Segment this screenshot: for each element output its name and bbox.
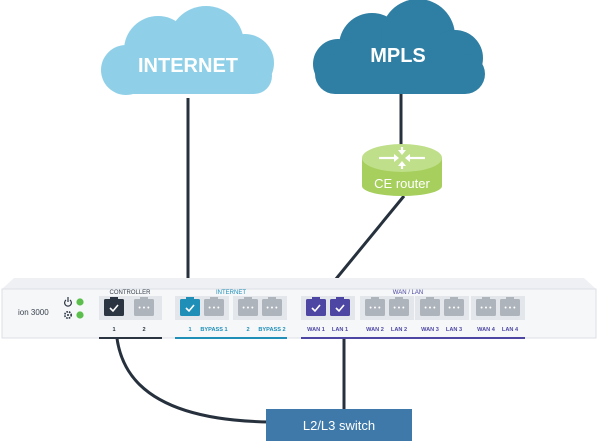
port-body (306, 299, 326, 316)
power-status-led (76, 298, 84, 306)
port-label: LAN 4 (502, 327, 519, 333)
port-label: WAN 3 (421, 327, 439, 333)
port-latch (371, 297, 379, 300)
port-body (500, 299, 520, 316)
port-idle-dots: • • • (369, 305, 381, 312)
port-label: LAN 1 (332, 327, 348, 333)
port-label: WAN 2 (366, 327, 384, 333)
port-idle-dots: • • • (266, 305, 278, 312)
port-body (262, 299, 282, 316)
mpls-cloud: MPLS (313, 0, 485, 94)
port-body (204, 299, 224, 316)
settings-icon (64, 310, 73, 319)
port-body (476, 299, 496, 316)
port-label: BYPASS 1 (200, 327, 227, 333)
port-body (420, 299, 440, 316)
check-icon (311, 304, 321, 313)
port-label: 1 (188, 327, 191, 333)
port-controller-1[interactable]: 1 (104, 297, 124, 333)
mpls-cloud-label: MPLS (370, 45, 426, 67)
port-internet-bypass-2[interactable]: • • • BYPASS 2 (258, 297, 286, 333)
connections (114, 94, 406, 424)
port-label: LAN 3 (446, 327, 462, 333)
ion-device: ion 3000 CONTROLLER INTERNET WAN / LAN 1… (1, 278, 597, 339)
chassis-top (2, 278, 596, 289)
power-icon (64, 297, 72, 307)
port-idle-dots: • • • (424, 305, 436, 312)
port-label: WAN 1 (307, 327, 325, 333)
port-wan-lan-lan-2[interactable]: • • • LAN 2 (389, 297, 409, 333)
status-indicators (64, 297, 84, 319)
port-latch (395, 297, 403, 300)
port-internet-bypass-1[interactable]: • • • BYPASS 1 (200, 297, 228, 333)
ports: 1 • • • 2 1 • • • BYPASS 1 • • • 2 • • • BYPASS 2… (99, 296, 525, 339)
check-icon (335, 304, 345, 313)
port-body (330, 299, 350, 316)
ce-router-label: CE router (374, 176, 430, 191)
port-body (444, 299, 464, 316)
ce-router-top (362, 144, 442, 172)
port-latch (426, 297, 434, 300)
port-idle-dots: • • • (504, 305, 516, 312)
check-icon (109, 304, 119, 313)
device-model-label: ion 3000 (18, 308, 49, 317)
port-controller-2[interactable]: • • • 2 (134, 297, 154, 333)
port-latch (110, 297, 118, 300)
port-label: WAN 4 (477, 327, 496, 333)
port-latch (482, 297, 490, 300)
port-label: LAN 2 (391, 327, 407, 333)
port-wan-lan-wan-2[interactable]: • • • WAN 2 (365, 297, 385, 333)
ce-router: CE router (362, 144, 442, 196)
port-wan-lan-wan-4[interactable]: • • • WAN 4 (476, 297, 496, 333)
settings-status-led (76, 311, 84, 319)
port-wan-lan-wan-3[interactable]: • • • WAN 3 (420, 297, 440, 333)
port-idle-dots: • • • (138, 305, 150, 312)
port-latch (506, 297, 514, 300)
port-internet-1[interactable]: 1 (180, 297, 200, 333)
port-label: BYPASS 2 (258, 327, 285, 333)
port-latch (210, 297, 218, 300)
port-latch (186, 297, 194, 300)
port-wan-lan-lan-3[interactable]: • • • LAN 3 (444, 297, 464, 333)
port-latch (450, 297, 458, 300)
l2-l3-switch: L2/L3 switch (266, 409, 412, 441)
port-wan-lan-wan-1[interactable]: WAN 1 (306, 297, 326, 333)
port-label: 1 (112, 327, 115, 333)
port-body (104, 299, 124, 316)
port-idle-dots: • • • (480, 305, 492, 312)
port-label: 2 (142, 327, 145, 333)
port-latch (140, 297, 148, 300)
group-title-wan-lan: WAN / LAN (393, 290, 423, 296)
port-idle-dots: • • • (208, 305, 220, 312)
port-idle-dots: • • • (242, 305, 254, 312)
router-arrows-icon (379, 147, 425, 169)
check-icon (185, 304, 195, 313)
internet-cloud-label: INTERNET (138, 55, 238, 77)
port-latch (268, 297, 276, 300)
port-latch (244, 297, 252, 300)
port-label: 2 (246, 327, 249, 333)
switch-label: L2/L3 switch (303, 418, 375, 433)
port-wan-lan-lan-1[interactable]: LAN 1 (330, 297, 350, 333)
group-title-controller: CONTROLLER (109, 290, 151, 296)
internet-cloud: INTERNET (101, 6, 274, 95)
port-body (365, 299, 385, 316)
port-idle-dots: • • • (448, 305, 460, 312)
port-latch (312, 297, 320, 300)
group-title-internet: INTERNET (216, 290, 246, 296)
port-body (134, 299, 154, 316)
port-latch (336, 297, 344, 300)
port-internet-2[interactable]: • • • 2 (238, 297, 258, 333)
port-idle-dots: • • • (393, 305, 405, 312)
port-wan-lan-lan-4[interactable]: • • • LAN 4 (500, 297, 520, 333)
port-body (389, 299, 409, 316)
port-body (180, 299, 200, 316)
port-body (238, 299, 258, 316)
